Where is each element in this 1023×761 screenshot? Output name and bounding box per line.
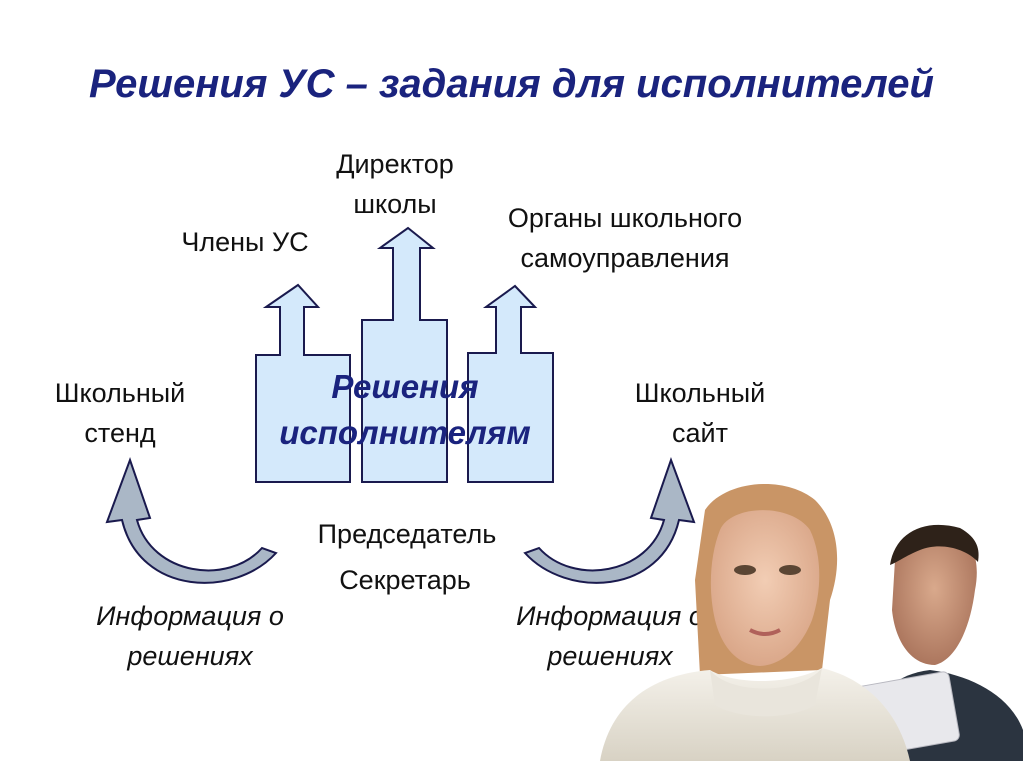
label-council-members: Члены УС (181, 227, 309, 257)
label-secretary: Секретарь (339, 565, 471, 595)
label-info-left: Информация о решениях (96, 601, 284, 671)
curved-arrow-right (523, 457, 696, 584)
arrow-up-left (255, 283, 351, 483)
arrow-up-center (361, 226, 448, 483)
label-decisions: Решения исполнителям (279, 368, 531, 451)
label-school-site: Школьный сайт (634, 378, 766, 448)
slide-title: Решения УС – задания для исполнителей (89, 62, 934, 106)
label-info-right: Информация о решениях (516, 601, 704, 671)
arrow-up-right (467, 284, 554, 483)
label-director: Директор школы (336, 149, 454, 219)
label-school-board: Школьный стенд (54, 378, 186, 448)
curved-arrow-left (105, 457, 278, 584)
people-photo (600, 483, 1023, 761)
label-self-government: Органы школьного самоуправления (507, 203, 743, 273)
label-chairman: Председатель (317, 519, 497, 549)
